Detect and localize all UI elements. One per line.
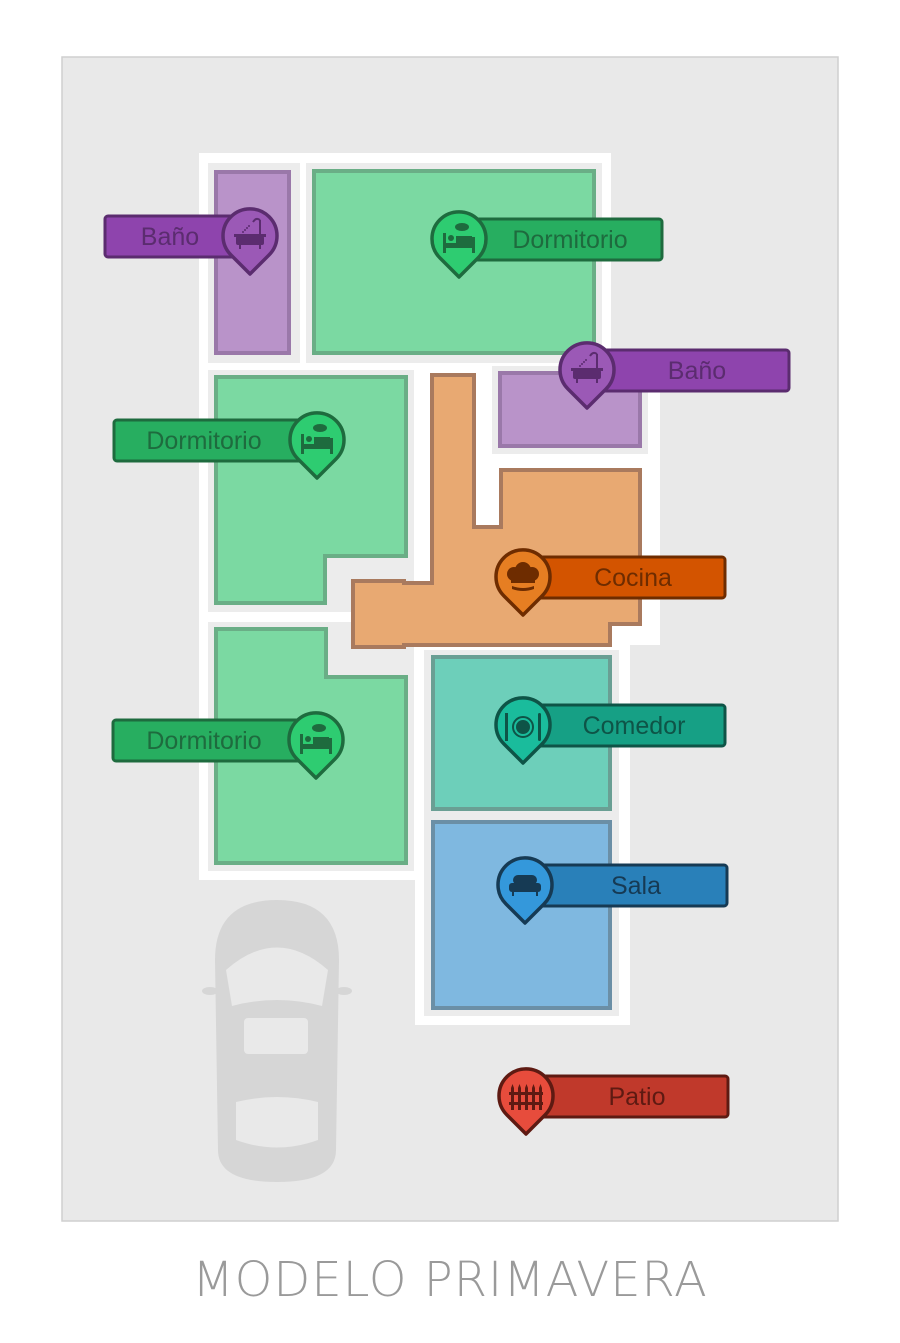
room-label-text: Comedor <box>583 712 686 740</box>
room-label-text: Dormitorio <box>146 427 261 455</box>
chef-hat-icon <box>507 562 539 591</box>
room-label-text: Patio <box>609 1083 666 1111</box>
room-label-bano-2[interactable]: Baño <box>558 341 791 410</box>
room-label-text: Dormitorio <box>146 727 261 755</box>
bed-icon <box>301 424 333 454</box>
room-label-sala[interactable]: Sala <box>496 856 729 925</box>
room-label-dormitorio-1[interactable]: Dormitorio <box>430 210 664 279</box>
plan-title: MODELO PRIMAVERA <box>192 1252 708 1308</box>
room-label-dormitorio-2[interactable]: Dormitorio <box>112 411 346 480</box>
bathtub-icon <box>234 217 266 249</box>
room-label-text: Dormitorio <box>512 226 627 254</box>
room-label-dormitorio-3[interactable]: Dormitorio <box>111 711 345 780</box>
room-label-text: Sala <box>611 872 661 900</box>
room-label-text: Cocina <box>594 564 672 592</box>
bed-icon <box>300 724 332 754</box>
car-icon <box>202 900 352 1182</box>
plate-cutlery-icon <box>505 713 541 741</box>
room-label-cocina[interactable]: Cocina <box>494 548 727 617</box>
room-label-comedor[interactable]: Comedor <box>494 696 727 765</box>
bathtub-icon <box>571 351 603 383</box>
sofa-icon <box>509 875 541 896</box>
bed-icon <box>443 223 475 253</box>
room-label-patio[interactable]: Patio <box>497 1067 730 1136</box>
fence-icon <box>509 1084 543 1110</box>
room-label-text: Baño <box>141 223 199 251</box>
room-label-bano-1[interactable]: Baño <box>103 207 279 276</box>
room-label-text: Baño <box>668 357 726 385</box>
